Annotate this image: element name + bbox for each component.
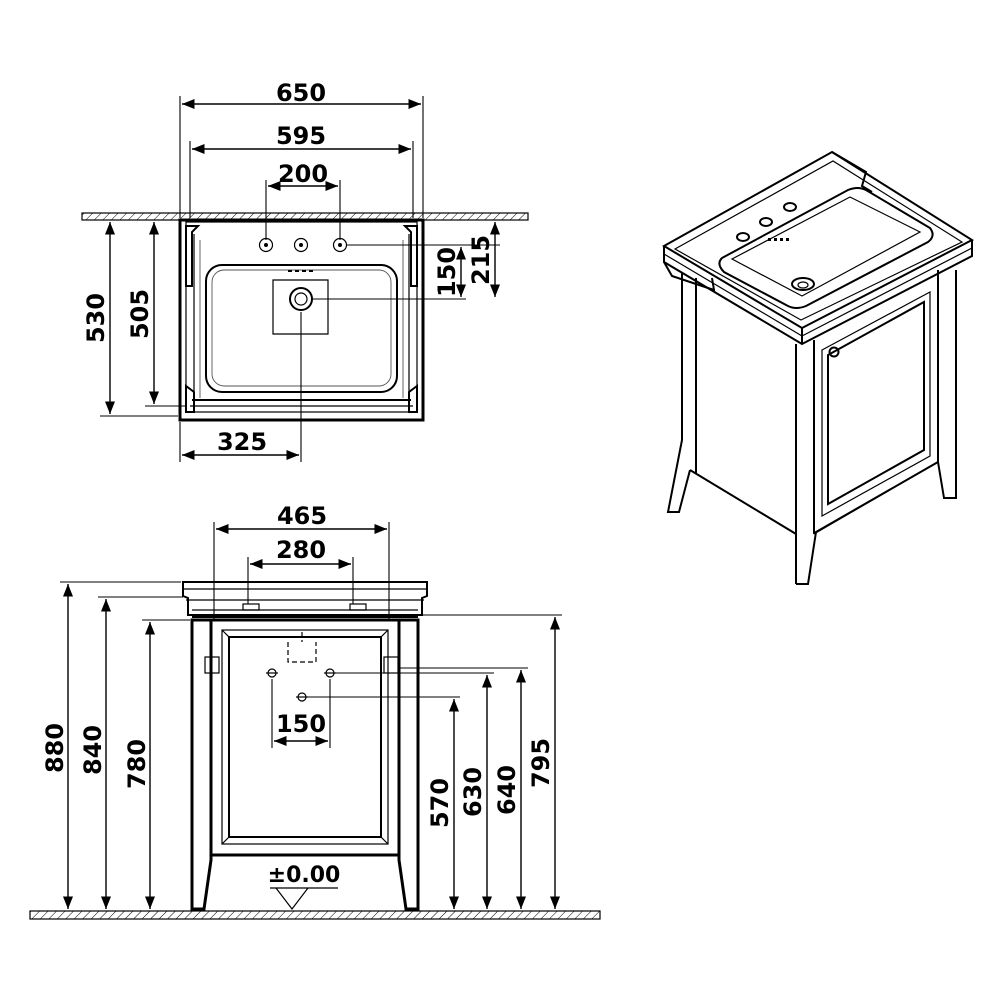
floor-level-label: ±0.00 (268, 863, 341, 888)
dim-630: 630 (459, 767, 487, 817)
cabinet-front (190, 618, 420, 911)
dim-570: 570 (426, 778, 454, 828)
dim-150-front: 150 (276, 710, 326, 738)
waste-hole (289, 287, 313, 311)
level-triangle (275, 887, 309, 910)
floor-hatch (29, 910, 601, 920)
dim-840: 840 (79, 725, 107, 775)
dim-505: 505 (126, 289, 154, 339)
dim-780: 780 (123, 739, 151, 789)
dim-640: 640 (493, 765, 521, 815)
dim-280: 280 (276, 536, 326, 564)
dim-200: 200 (278, 160, 328, 188)
tap-hole (258, 237, 348, 253)
dim-215: 215 (467, 235, 495, 285)
dim-530: 530 (82, 293, 110, 343)
dim-880: 880 (41, 723, 69, 773)
dim-150-top: 150 (433, 247, 461, 297)
front-view: 465 280 150 880 840 780 570 630 640 795 (29, 502, 601, 920)
dim-650: 650 (276, 79, 326, 107)
door-knob (828, 346, 840, 358)
dim-595: 595 (276, 122, 326, 150)
dim-325: 325 (217, 428, 267, 456)
dim-465: 465 (277, 502, 327, 530)
isometric-view (661, 150, 975, 585)
waste-plate (272, 279, 329, 335)
top-view: 650 595 200 150 215 530 505 325 (81, 79, 529, 462)
basin-front (182, 581, 428, 618)
dim-795: 795 (527, 738, 555, 788)
iso-waste (791, 277, 815, 291)
logo-marks (288, 270, 313, 272)
